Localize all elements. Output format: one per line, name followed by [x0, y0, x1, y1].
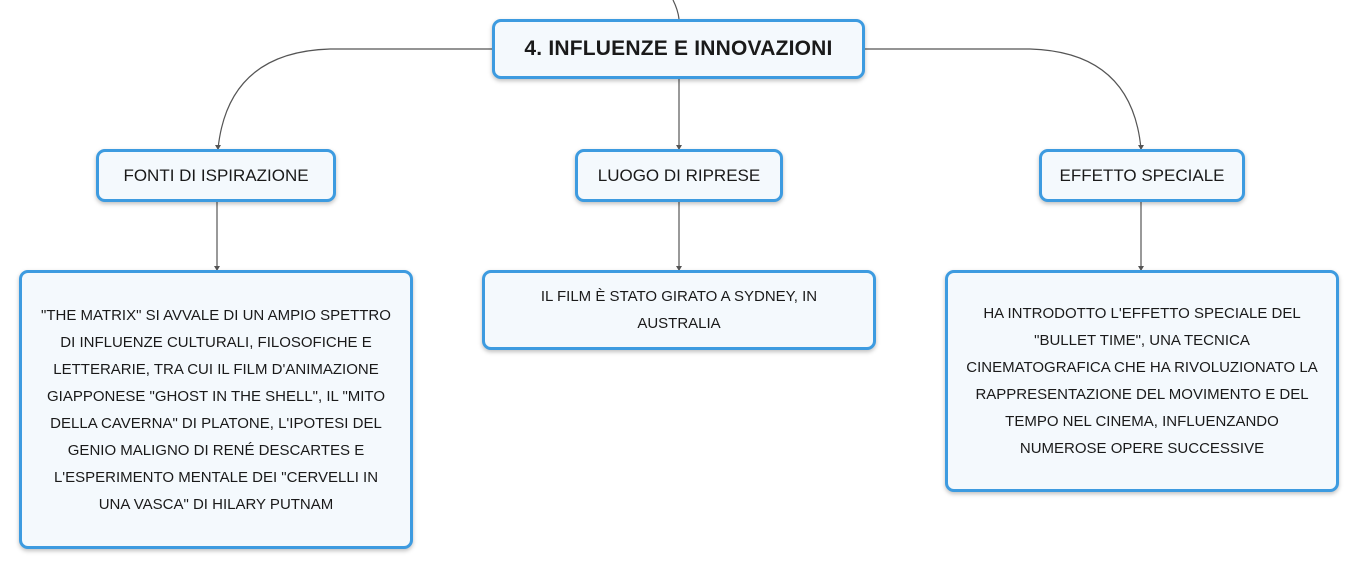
connector-parent [672, 0, 680, 20]
arrowhead-branch-2 [676, 145, 682, 150]
subtopic-luogo-di-riprese-detail[interactable]: IL FILM È STATO GIRATO A SYDNEY, IN AUST… [482, 270, 876, 350]
arrowhead-branch-1 [215, 145, 221, 150]
topic-luogo-di-riprese[interactable]: LUOGO DI RIPRESE [575, 149, 783, 202]
arrowhead-leaf-1 [214, 266, 220, 271]
topic-effetto-speciale[interactable]: EFFETTO SPECIALE [1039, 149, 1245, 202]
arrowhead-leaf-2 [676, 266, 682, 271]
subtopic-text: HA INTRODOTTO L'EFFETTO SPECIALE DEL "BU… [966, 305, 1318, 457]
subtopic-fonti-di-ispirazione-detail[interactable]: "THE MATRIX" SI AVVALE DI UN AMPIO SPETT… [19, 270, 413, 549]
connector-root-branch-3 [865, 48, 1142, 150]
topic-label: LUOGO DI RIPRESE [597, 165, 761, 185]
arrowhead-leaf-3 [1138, 266, 1144, 271]
arrowhead-branch-3 [1138, 145, 1144, 150]
subtopic-text: "THE MATRIX" SI AVVALE DI UN AMPIO SPETT… [41, 306, 391, 513]
topic-label: FONTI DI ISPIRAZIONE [123, 165, 309, 185]
root-topic-label: 4. INFLUENZE E INNOVAZIONI [524, 37, 833, 60]
subtopic-text: IL FILM È STATO GIRATO A SYDNEY, IN AUST… [540, 288, 818, 332]
root-topic[interactable]: 4. INFLUENZE E INNOVAZIONI [492, 19, 865, 79]
subtopic-effetto-speciale-detail[interactable]: HA INTRODOTTO L'EFFETTO SPECIALE DEL "BU… [945, 270, 1339, 492]
connector-root-branch-1 [217, 48, 492, 150]
topic-label: EFFETTO SPECIALE [1059, 165, 1225, 185]
topic-fonti-di-ispirazione[interactable]: FONTI DI ISPIRAZIONE [96, 149, 336, 202]
